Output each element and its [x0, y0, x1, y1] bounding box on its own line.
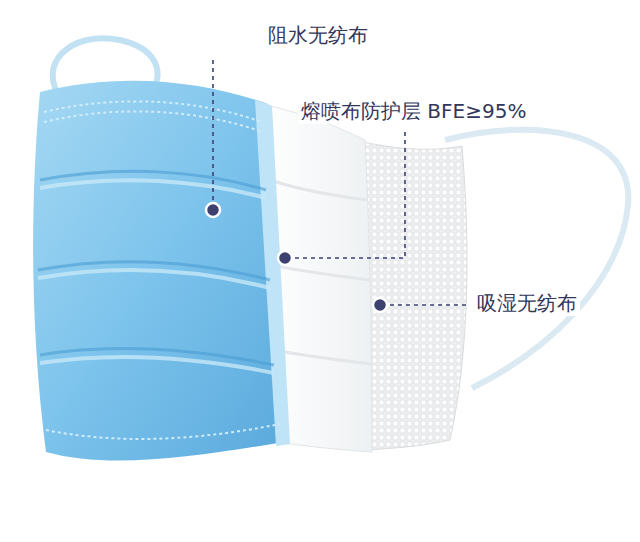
outer-layer [33, 81, 284, 461]
callout-dot [206, 203, 220, 217]
layer-label: 熔喷布防护层 BFE≥95% [298, 98, 529, 124]
layer-label: 阻水无纺布 [265, 22, 371, 48]
layer-edge [255, 100, 290, 446]
layer-label: 吸湿无纺布 [474, 290, 580, 316]
pleat-shade [270, 180, 371, 364]
stitching [44, 111, 263, 132]
leader-line [295, 132, 405, 258]
pleat-highlight [38, 180, 274, 373]
ear-loop [445, 130, 628, 388]
leader-line [390, 304, 470, 306]
pleat [38, 171, 274, 365]
callout-dot [278, 251, 292, 265]
leader-line [212, 60, 214, 200]
stitching [46, 424, 280, 439]
callout-dot [373, 298, 387, 312]
